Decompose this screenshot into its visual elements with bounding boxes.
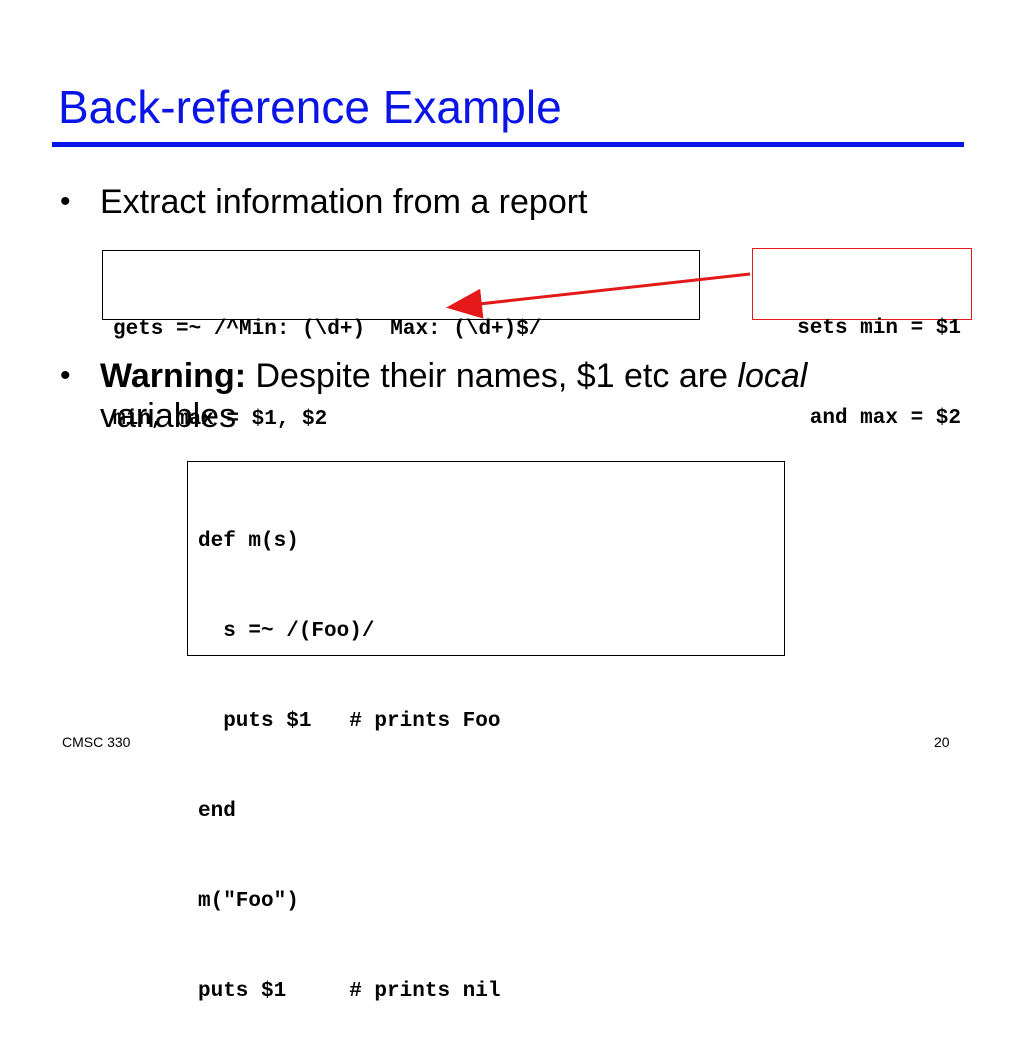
code-block-report: gets =~ /^Min: (\d+) Max: (\d+)$/ min, m… <box>102 250 700 431</box>
warning-label: Warning: <box>100 357 247 395</box>
callout-box: sets min = $1 and max = $2 <box>752 248 972 430</box>
code-line: end <box>198 800 236 823</box>
bullet-text: Warning: Despite their names, $1 etc are… <box>100 356 980 436</box>
code-line: puts $1 # prints nil <box>198 980 501 1003</box>
slide-title: Back-reference Example <box>58 81 562 133</box>
code-line: m("Foo") <box>198 890 299 913</box>
emphasis-local: local <box>737 357 808 395</box>
warning-text: Despite their names, $1 etc are <box>255 357 738 395</box>
warning-text-continued: variables <box>100 397 237 435</box>
bullet-marker: • <box>60 185 71 218</box>
code-line: s =~ /(Foo)/ <box>198 620 375 643</box>
code-line: puts $1 # prints Foo <box>198 710 501 733</box>
page-number: 20 <box>934 734 950 750</box>
code-line: def m(s) <box>198 530 299 553</box>
code-line: min, max = $1, $2 <box>113 408 328 431</box>
bullet-1: • Extract information from a report <box>0 182 1024 226</box>
code-line: gets =~ /^Min: (\d+) Max: (\d+)$/ <box>113 318 542 341</box>
bullet-marker: • <box>60 359 71 392</box>
footer-course: CMSC 330 <box>62 734 131 750</box>
bullet-2: • Warning: Despite their names, $1 etc a… <box>0 356 1024 446</box>
title-underline <box>52 142 964 147</box>
callout-line: sets min = $1 <box>797 317 961 340</box>
bullet-text: Extract information from a report <box>100 183 588 221</box>
arrow-line <box>446 272 751 319</box>
code-block-example: def m(s) s =~ /(Foo)/ puts $1 # prints F… <box>187 461 785 1003</box>
callout-line: and max = $2 <box>809 407 961 430</box>
callout-arrow <box>446 272 751 319</box>
